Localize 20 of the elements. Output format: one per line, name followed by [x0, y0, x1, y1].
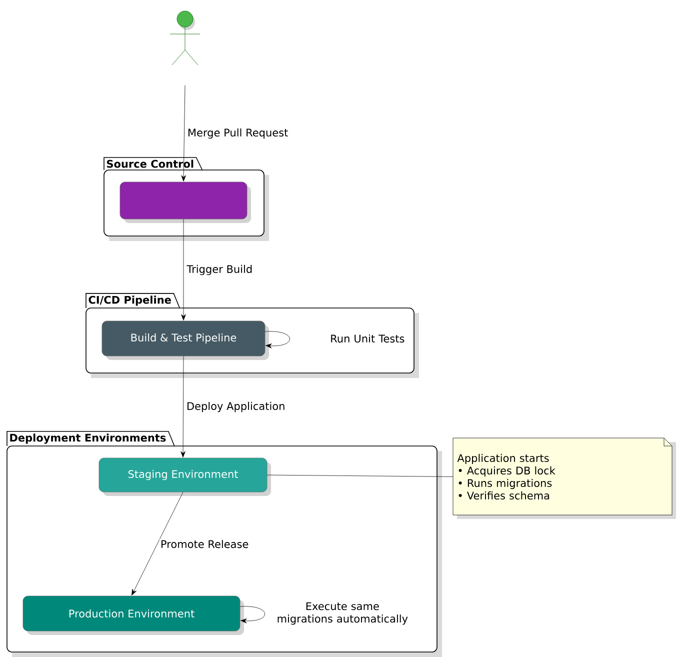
edge-label: Execute same migrations automatically	[278, 602, 408, 625]
arrow	[181, 85, 186, 182]
leader-line	[267, 474, 454, 477]
arrow	[181, 219, 186, 320]
process-box: Production Environment	[22, 596, 244, 635]
arrow	[240, 606, 265, 624]
process-box: Staging Environment	[98, 458, 271, 496]
process-box	[120, 182, 251, 223]
edge-label: Merge Pull Request	[186, 127, 290, 140]
edge-label: Deploy Application	[185, 400, 286, 414]
node-label: Deployment Environments	[10, 434, 166, 444]
arrow	[132, 492, 184, 596]
arrow	[180, 356, 186, 458]
note: Application starts • Acquires DB lock • Runs migrations • Verifies schema	[452, 438, 676, 519]
node-label: CI/CD Pipeline	[88, 296, 171, 306]
edge-label: Run Unit Tests	[331, 334, 404, 343]
person-drawing	[170, 10, 200, 66]
edge-label: Trigger Build	[186, 264, 254, 276]
arrow	[265, 331, 290, 348]
process-box: Build & Test Pipeline	[102, 320, 269, 360]
